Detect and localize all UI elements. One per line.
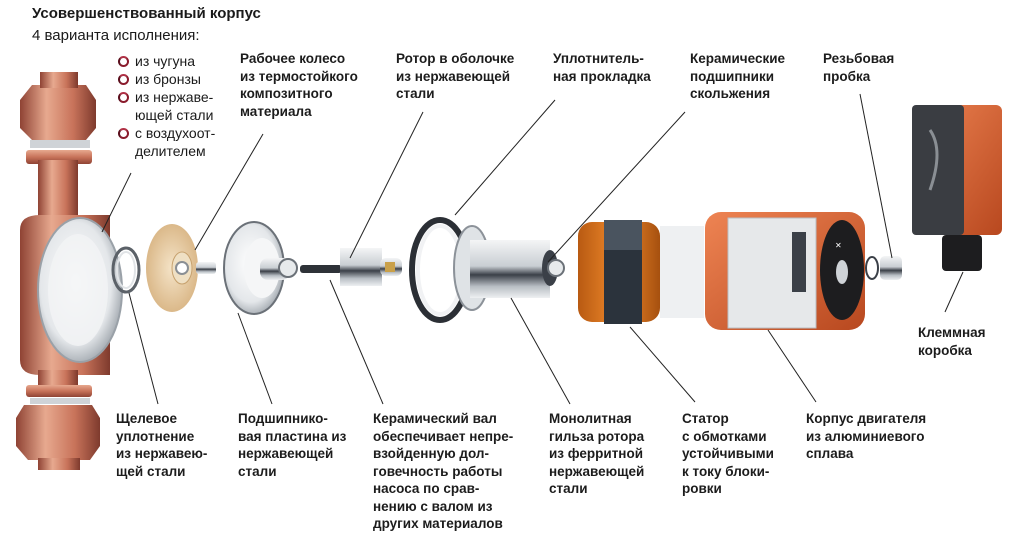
- slit-seal-ring: [111, 246, 141, 294]
- callout-motor-housing: Корпус двигателя из алюминиевого сплава: [806, 411, 927, 461]
- variant-item: с воздухоот- делителем: [118, 124, 215, 160]
- pump-housing-body: [20, 160, 123, 397]
- circle-bullet-icon: [118, 128, 129, 139]
- diagram-title: Усовершенствованный корпус: [32, 5, 261, 22]
- circle-bullet-icon: [118, 74, 129, 85]
- ceramic-shaft: [300, 248, 402, 286]
- housing-variants-list: из чугуна из бронзы из нержаве- ющей ста…: [118, 52, 215, 160]
- callout-ceramic-bearings: Керамические подшипники скольжения: [690, 51, 786, 101]
- leader-line-stator: [629, 326, 696, 403]
- terminal-box: [912, 105, 1002, 271]
- variant-label: с воздухоот- делителем: [135, 125, 216, 159]
- leader-line-impeller: [194, 133, 264, 251]
- callout-ceramic-shaft: Керамический вал обеспечивает непре- взо…: [373, 411, 514, 531]
- leader-line-ceramic-shaft: [329, 279, 384, 405]
- leader-lines: [101, 93, 964, 405]
- callout-slit-seal: Щелевое уплотнение из нержавею- щей стал…: [116, 411, 208, 479]
- leader-line-rotor-can: [349, 111, 424, 259]
- callout-impeller: Рабочее колесо из термостойкого композит…: [240, 51, 358, 119]
- variant-item: из нержаве- ющей стали: [118, 88, 215, 124]
- threaded-plug: [865, 256, 902, 280]
- callout-gasket: Уплотнитель- ная прокладка: [553, 51, 651, 84]
- variant-label: из нержаве- ющей стали: [135, 89, 214, 123]
- callout-terminal-box: Клеммная коробка: [918, 325, 986, 358]
- top-union-nut: [20, 72, 96, 164]
- leader-line-threaded-plug: [859, 93, 893, 259]
- diagram-subtitle: 4 варианта исполнения:: [32, 27, 200, 44]
- stator: [578, 220, 704, 324]
- variant-label: из чугуна: [135, 53, 196, 69]
- leader-line-pump-housing: [101, 172, 132, 233]
- motor-housing: ✕: [705, 212, 865, 330]
- callout-threaded-plug: Резьбовая пробка: [823, 51, 895, 84]
- leader-line-gasket: [454, 99, 556, 216]
- leader-line-bearing-plate: [237, 312, 273, 405]
- circle-bullet-icon: [118, 92, 129, 103]
- variant-item: из бронзы: [118, 70, 215, 88]
- callout-bearing-plate: Подшипнико- вая пластина из нержавеющей …: [238, 411, 347, 479]
- callout-stator: Статор с обмотками устойчивыми к току бл…: [682, 411, 774, 496]
- bottom-union-nut: [16, 398, 100, 470]
- leader-line-slit-seal: [128, 292, 159, 405]
- leader-line-terminal-box: [944, 271, 964, 313]
- variant-item: из чугуна: [118, 52, 215, 70]
- bearing-plate: [223, 221, 298, 315]
- brand-logo-icon: ✕: [835, 241, 842, 250]
- leader-line-ceramic-bearings: [547, 111, 686, 263]
- callout-rotor-sleeve: Монолитная гильза ротора из ферритной не…: [549, 411, 645, 496]
- leader-line-rotor-sleeve: [510, 297, 571, 405]
- rotor-can: [453, 225, 565, 311]
- leader-line-motor-housing: [767, 329, 817, 403]
- callout-rotor-can: Ротор в оболочке из нержавеющей стали: [396, 51, 515, 101]
- impeller: [146, 224, 216, 312]
- circle-bullet-icon: [118, 56, 129, 67]
- variant-label: из бронзы: [135, 71, 201, 87]
